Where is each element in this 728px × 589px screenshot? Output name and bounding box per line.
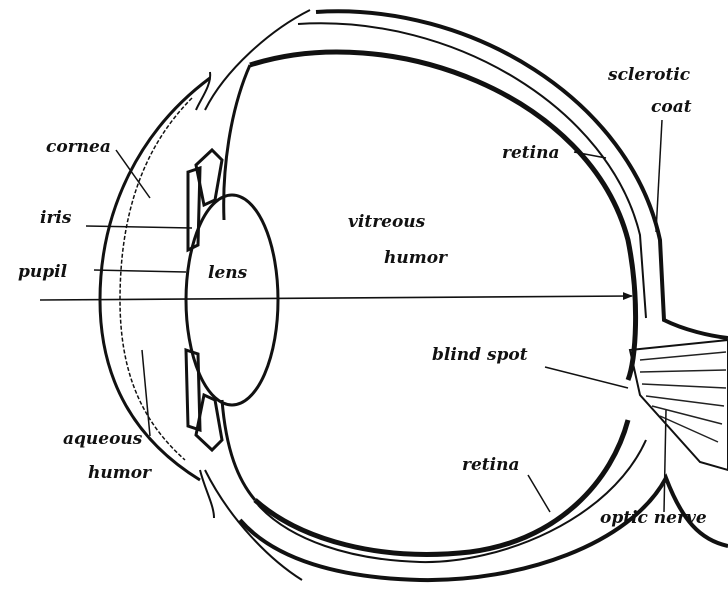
optic-nerve-leader bbox=[664, 410, 666, 512]
retina-layer-lower bbox=[255, 420, 628, 554]
label-vitreous-2: humor bbox=[384, 248, 448, 268]
optical-axis-arrow bbox=[40, 296, 632, 300]
label-sclerotic-2: coat bbox=[651, 97, 692, 117]
label-iris: iris bbox=[40, 208, 72, 228]
label-sclerotic-1: sclerotic bbox=[607, 65, 691, 85]
label-lens: lens bbox=[208, 263, 248, 283]
label-blind-spot: blind spot bbox=[432, 345, 528, 365]
upper-conjunctiva bbox=[205, 10, 310, 110]
label-vitreous-1: vitreous bbox=[348, 212, 426, 232]
aqueous-leader bbox=[142, 350, 150, 436]
retina-bottom-leader bbox=[528, 475, 550, 512]
lower-lid-tissue bbox=[200, 470, 214, 518]
blind-spot-leader bbox=[545, 367, 628, 388]
sclerotic-coat-lower-outer bbox=[240, 478, 728, 580]
cornea-inner bbox=[120, 98, 192, 460]
label-cornea: cornea bbox=[46, 137, 111, 157]
label-optic-nerve: optic nerve bbox=[600, 508, 707, 528]
sclerotic-coat-outer bbox=[316, 11, 728, 338]
cornea-outline bbox=[100, 78, 210, 480]
label-pupil: pupil bbox=[18, 262, 68, 282]
label-retina-top: retina bbox=[502, 143, 559, 163]
lens-shape bbox=[186, 195, 278, 405]
sclerotic-leader bbox=[656, 120, 662, 232]
label-aqueous-2: humor bbox=[88, 463, 152, 483]
globe-outline-lower bbox=[222, 400, 255, 500]
iris-leader bbox=[86, 226, 192, 228]
label-aqueous-1: aqueous bbox=[63, 429, 143, 449]
optic-nerve-fibers bbox=[640, 352, 726, 442]
label-retina-bottom: retina bbox=[462, 455, 519, 475]
pupil-leader bbox=[94, 270, 186, 272]
